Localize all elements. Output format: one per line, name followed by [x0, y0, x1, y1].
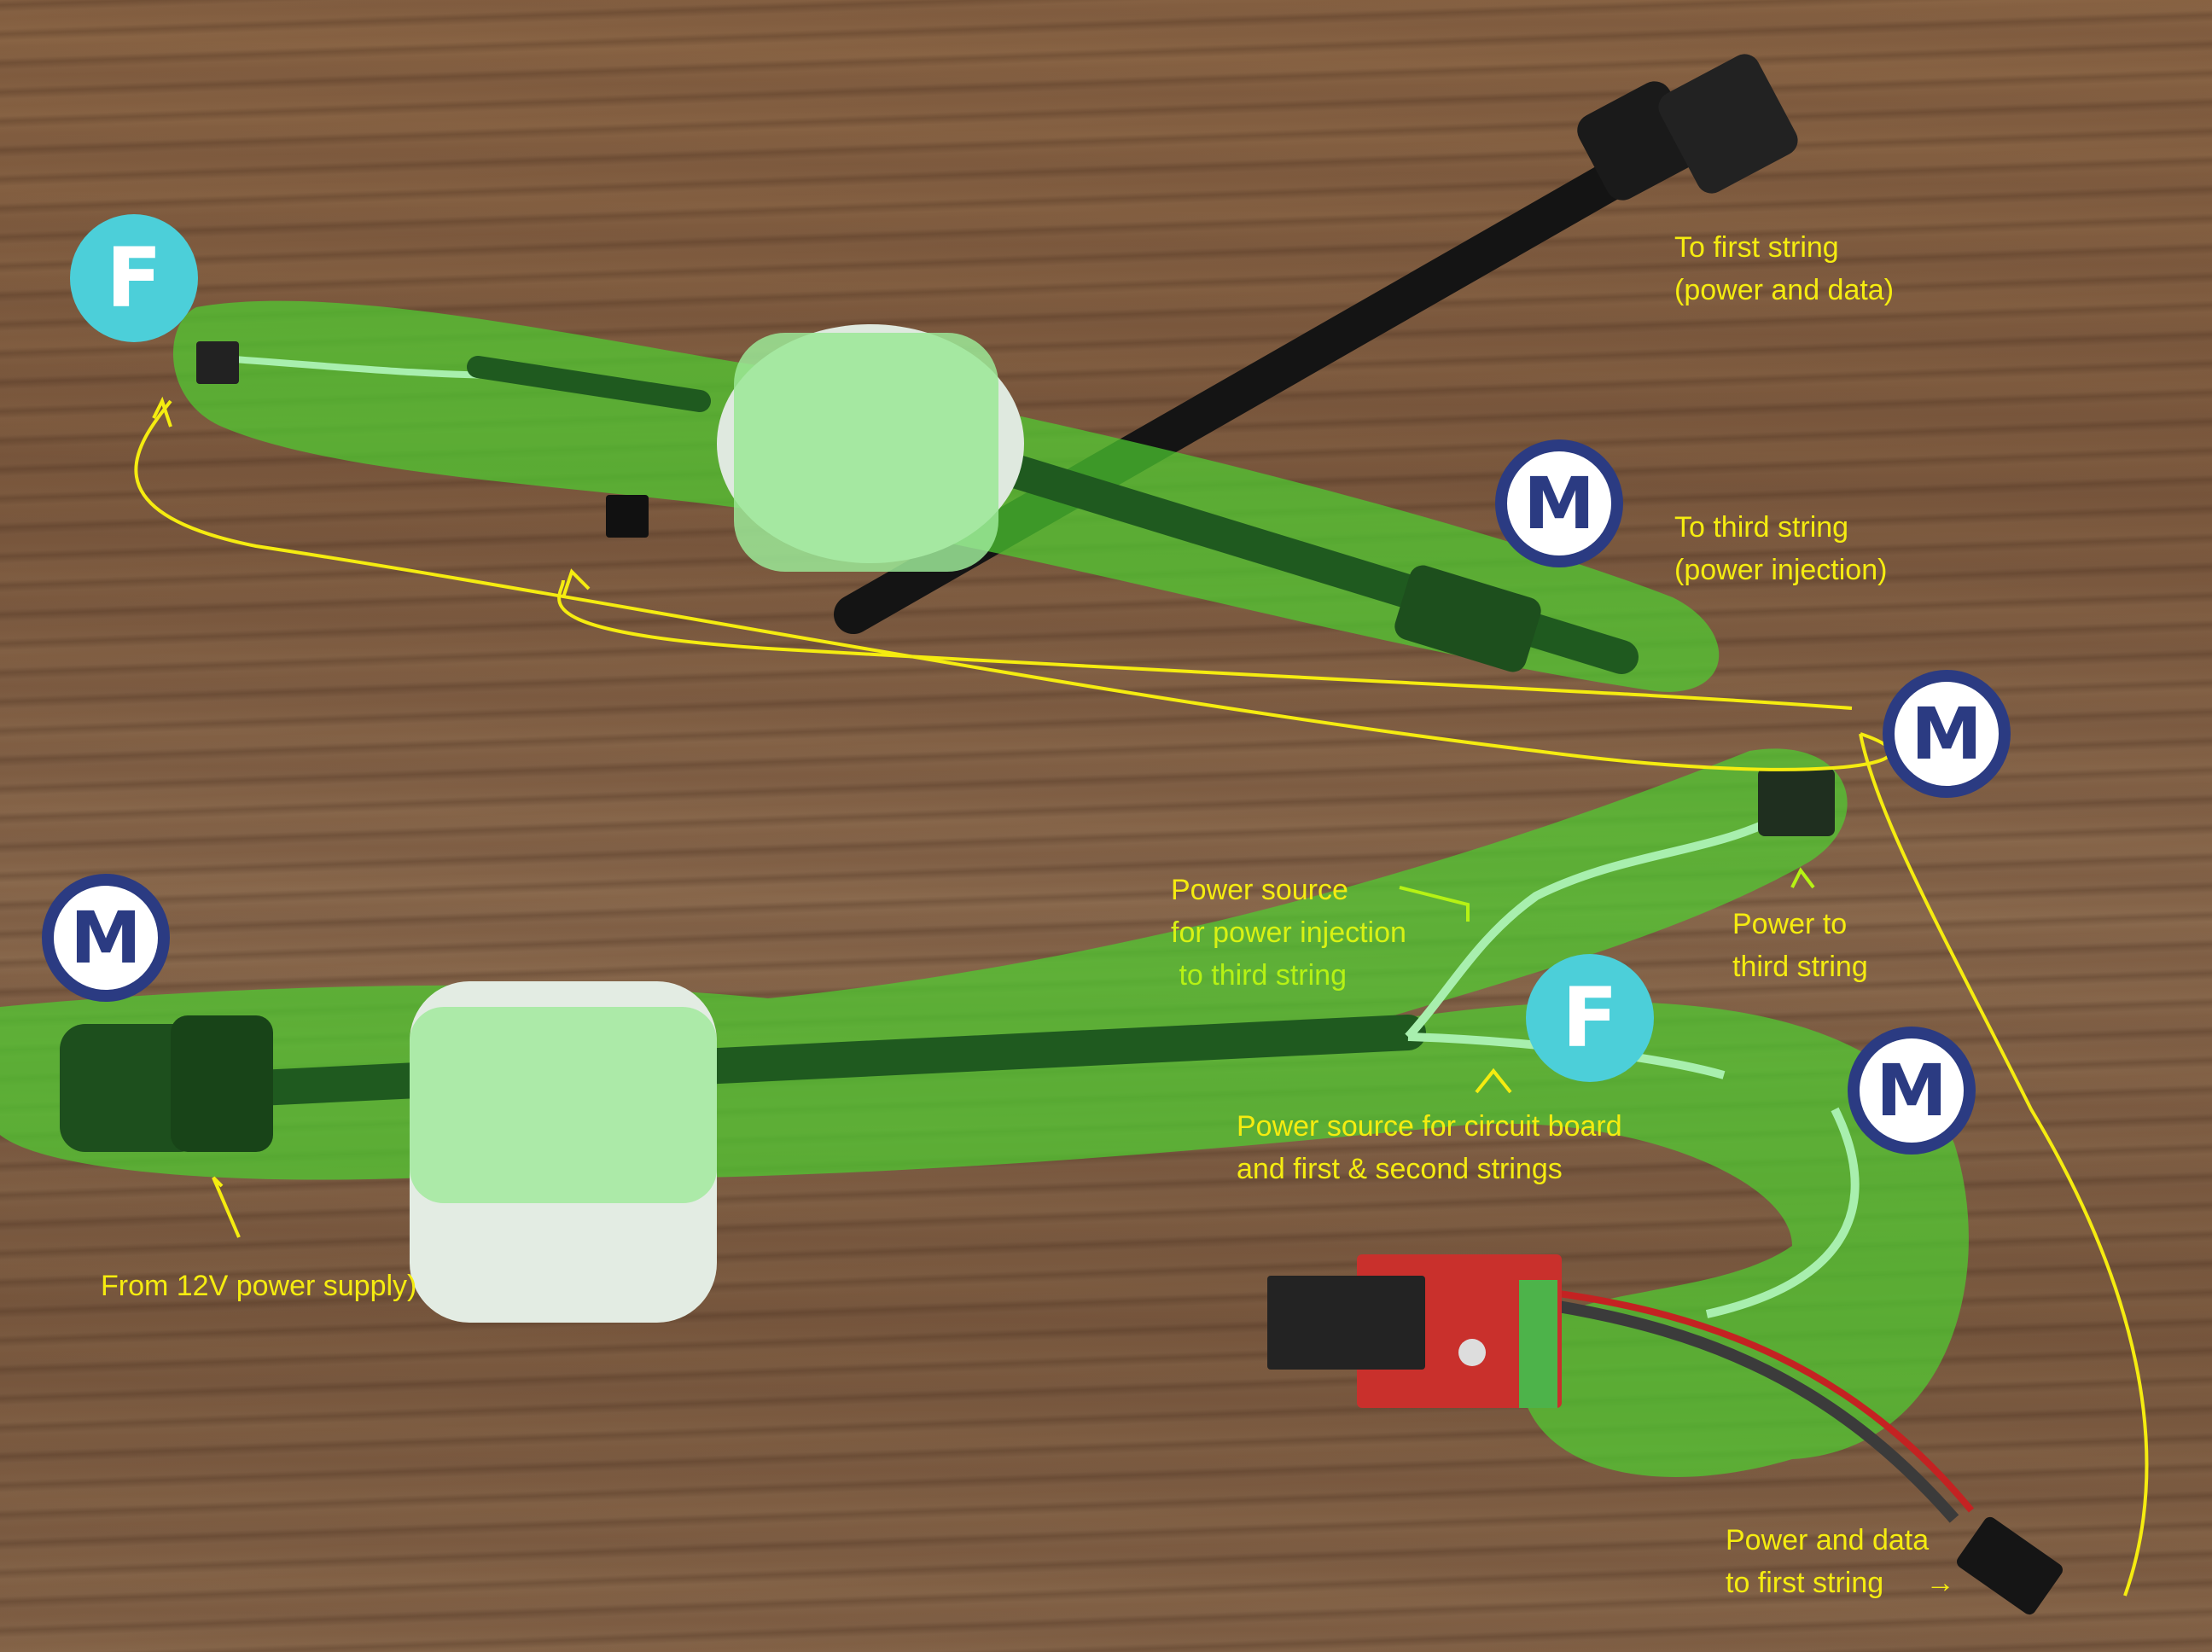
label-line: third string — [1732, 951, 1868, 983]
label-line: to first string — [1726, 1567, 1884, 1599]
trace-line-to-first-string — [1859, 733, 2149, 1597]
badge-male-board-connector: M — [1848, 1027, 1976, 1155]
badge-male-power-to-third: M — [1883, 670, 2011, 798]
label-power-data-first-string: Power and data to first string → — [1726, 1519, 1955, 1604]
badge-male-third-string: M — [1495, 439, 1623, 567]
label-line: To first string — [1674, 231, 1839, 264]
label-power-source-injection: Power source for power injection to thir… — [1171, 869, 1406, 997]
label-line: (power and data) — [1674, 274, 1895, 306]
arrow-right-icon: → — [1925, 1567, 1955, 1599]
label-from-12v-supply: From 12V power supply) — [101, 1265, 416, 1307]
label-line: Power source for circuit board — [1237, 1110, 1622, 1143]
badge-female-junction: F — [1526, 954, 1654, 1082]
label-line: From 12V power supply) — [101, 1270, 417, 1302]
badge-male-12v-input: M — [42, 874, 170, 1002]
label-line: Power source — [1171, 874, 1348, 906]
label-power-to-third-string: Power to third string — [1732, 903, 1868, 988]
label-line: Power and data — [1726, 1524, 1930, 1556]
circuit-board — [1267, 1254, 1562, 1408]
label-line: to third string — [1171, 959, 1347, 992]
trace-line-to-f — [134, 399, 1893, 771]
label-line: for power injection — [1171, 916, 1406, 949]
label-to-third-string: To third string (power injection) — [1674, 506, 1887, 591]
highlight-bottom-harness — [0, 748, 1969, 1478]
label-power-source-board: Power source for circuit board and first… — [1237, 1105, 1622, 1190]
label-line: To third string — [1674, 511, 1849, 544]
label-to-first-string: To first string (power and data) — [1674, 226, 1894, 311]
trace-line-to-small-connector — [557, 579, 1853, 710]
label-line: (power injection) — [1674, 554, 1888, 586]
badge-female-top-left: F — [70, 214, 198, 342]
label-line: and first & second strings — [1237, 1153, 1563, 1185]
label-line: Power to — [1732, 908, 1848, 940]
